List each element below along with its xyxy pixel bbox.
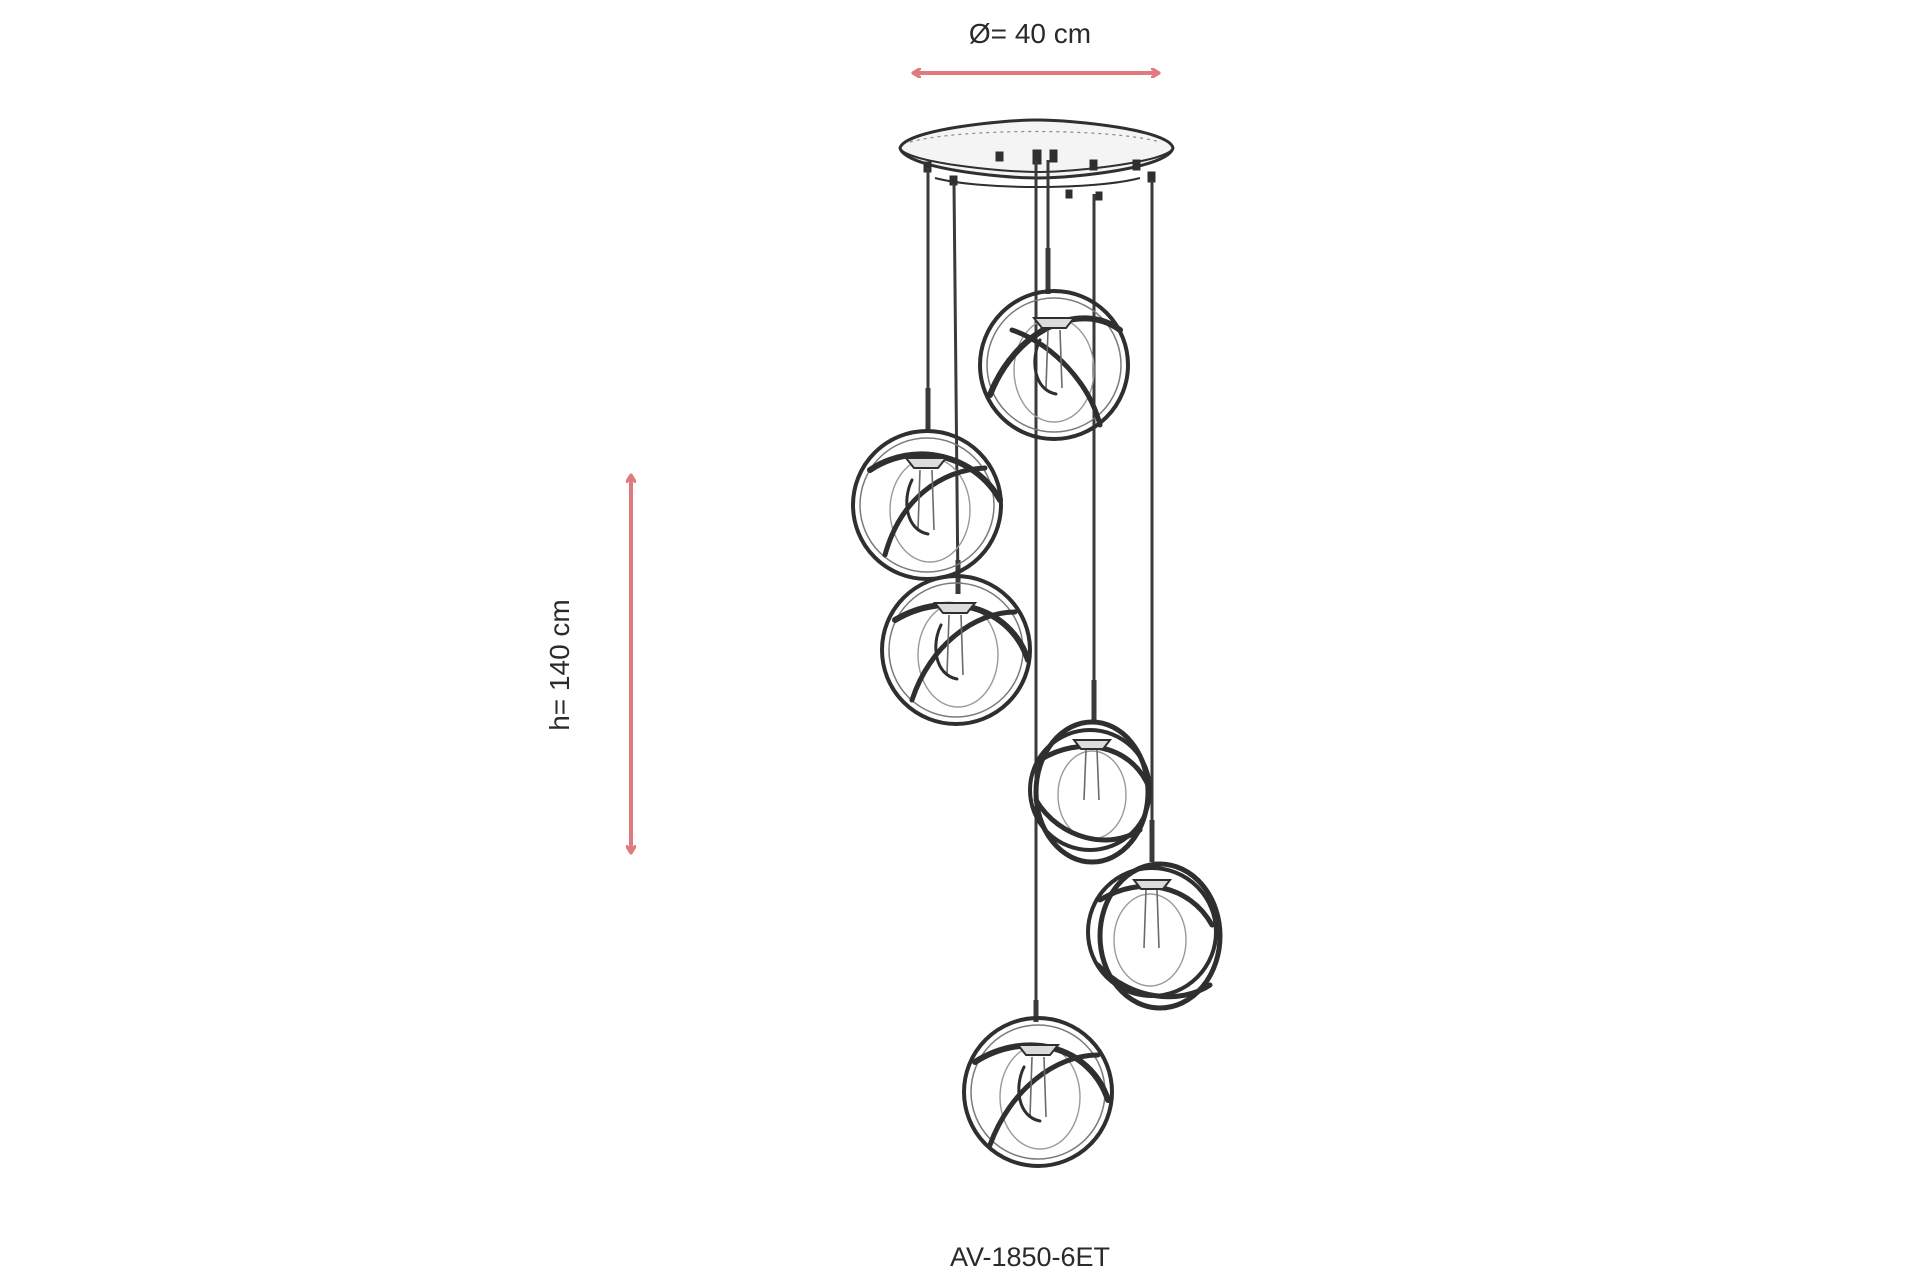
height-label: h= 140 cm (544, 599, 575, 731)
diameter-label: Ø= 40 cm (968, 18, 1092, 49)
globe-pendant-3 (880, 574, 1032, 726)
globe-pendant-4 (1028, 719, 1152, 865)
globe-pendant-6 (962, 1016, 1114, 1168)
globe-pendant-5 (1086, 861, 1223, 1011)
globe-pendant-1 (978, 289, 1130, 441)
globe-pendant-2 (851, 429, 1003, 581)
model-code-label: AV-1850-6ET (949, 1242, 1111, 1272)
